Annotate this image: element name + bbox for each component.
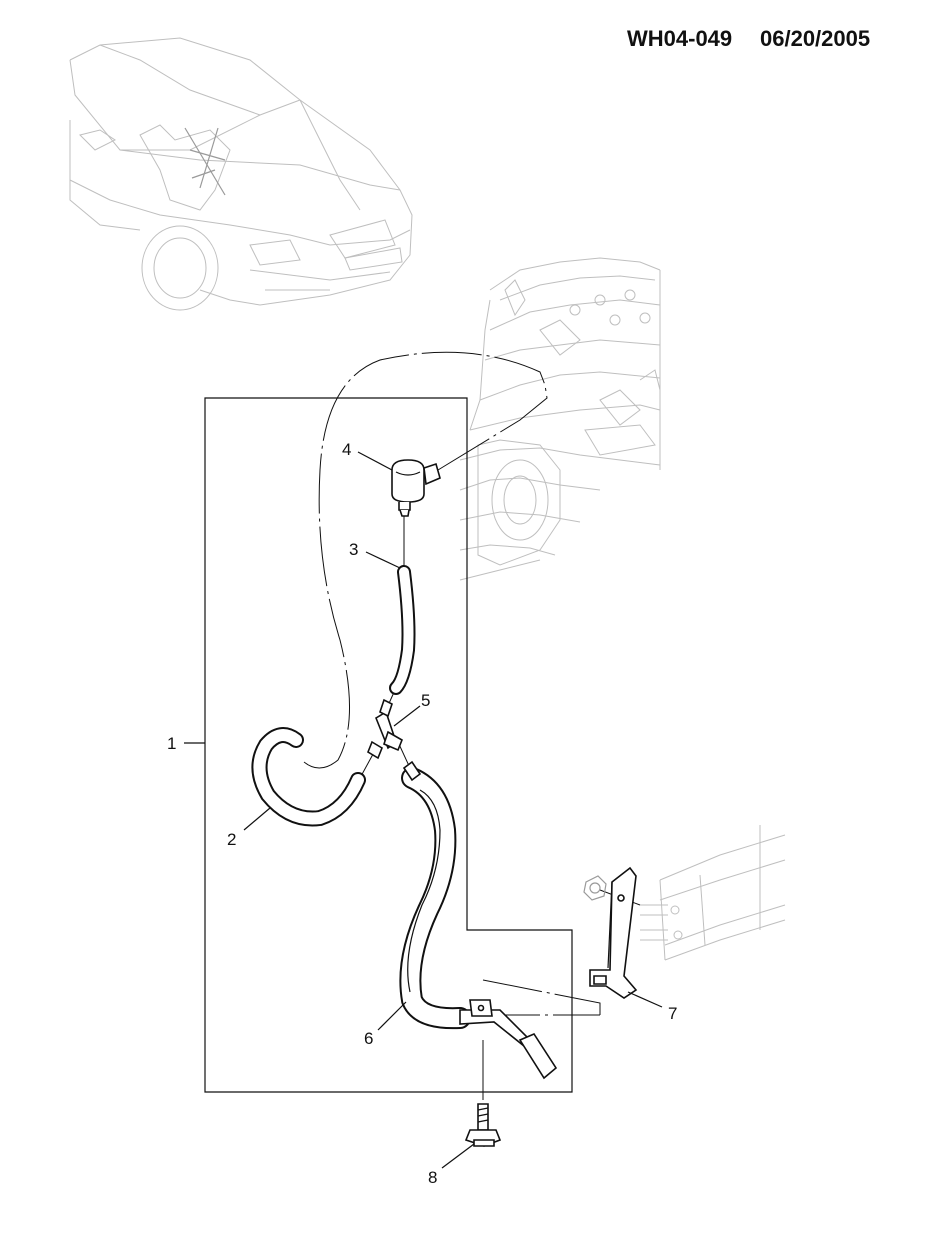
- drawing-number: WH04-049: [627, 26, 732, 51]
- long-hose-part: [399, 760, 558, 1080]
- frame-rail-outline-icon: [640, 825, 786, 961]
- routing-line-engine: [303, 351, 548, 769]
- engine-outline-icon: [459, 257, 661, 581]
- curved-hose-part: [251, 727, 366, 827]
- callout-6: 6: [364, 1029, 373, 1048]
- leader-7: [627, 991, 663, 1008]
- drawing-date: 06/20/2005: [760, 26, 870, 51]
- tee-fitting-part: [367, 698, 404, 760]
- nut-part: [583, 875, 607, 901]
- leader-8: [441, 1143, 475, 1169]
- leader-6: [377, 1001, 407, 1031]
- leader-3: [365, 551, 401, 569]
- bracket-part: [589, 866, 638, 999]
- leader-2: [243, 807, 271, 831]
- assembly-boundary: [204, 397, 573, 1093]
- short-hose-part: [389, 565, 416, 695]
- callout-1: 1: [167, 734, 176, 753]
- leader-4: [357, 451, 393, 471]
- leader-5: [393, 705, 421, 727]
- callout-4: 4: [342, 440, 351, 459]
- callout-3: 3: [349, 540, 358, 559]
- valve-part: [391, 459, 441, 517]
- centerline-bracket-upper: [482, 979, 601, 1015]
- bolt-part: [464, 1103, 502, 1147]
- callout-5: 5: [421, 691, 430, 710]
- callout-7: 7: [668, 1004, 677, 1023]
- vehicle-outline-icon: [69, 37, 413, 311]
- callout-2: 2: [227, 830, 236, 849]
- callout-8: 8: [428, 1168, 437, 1187]
